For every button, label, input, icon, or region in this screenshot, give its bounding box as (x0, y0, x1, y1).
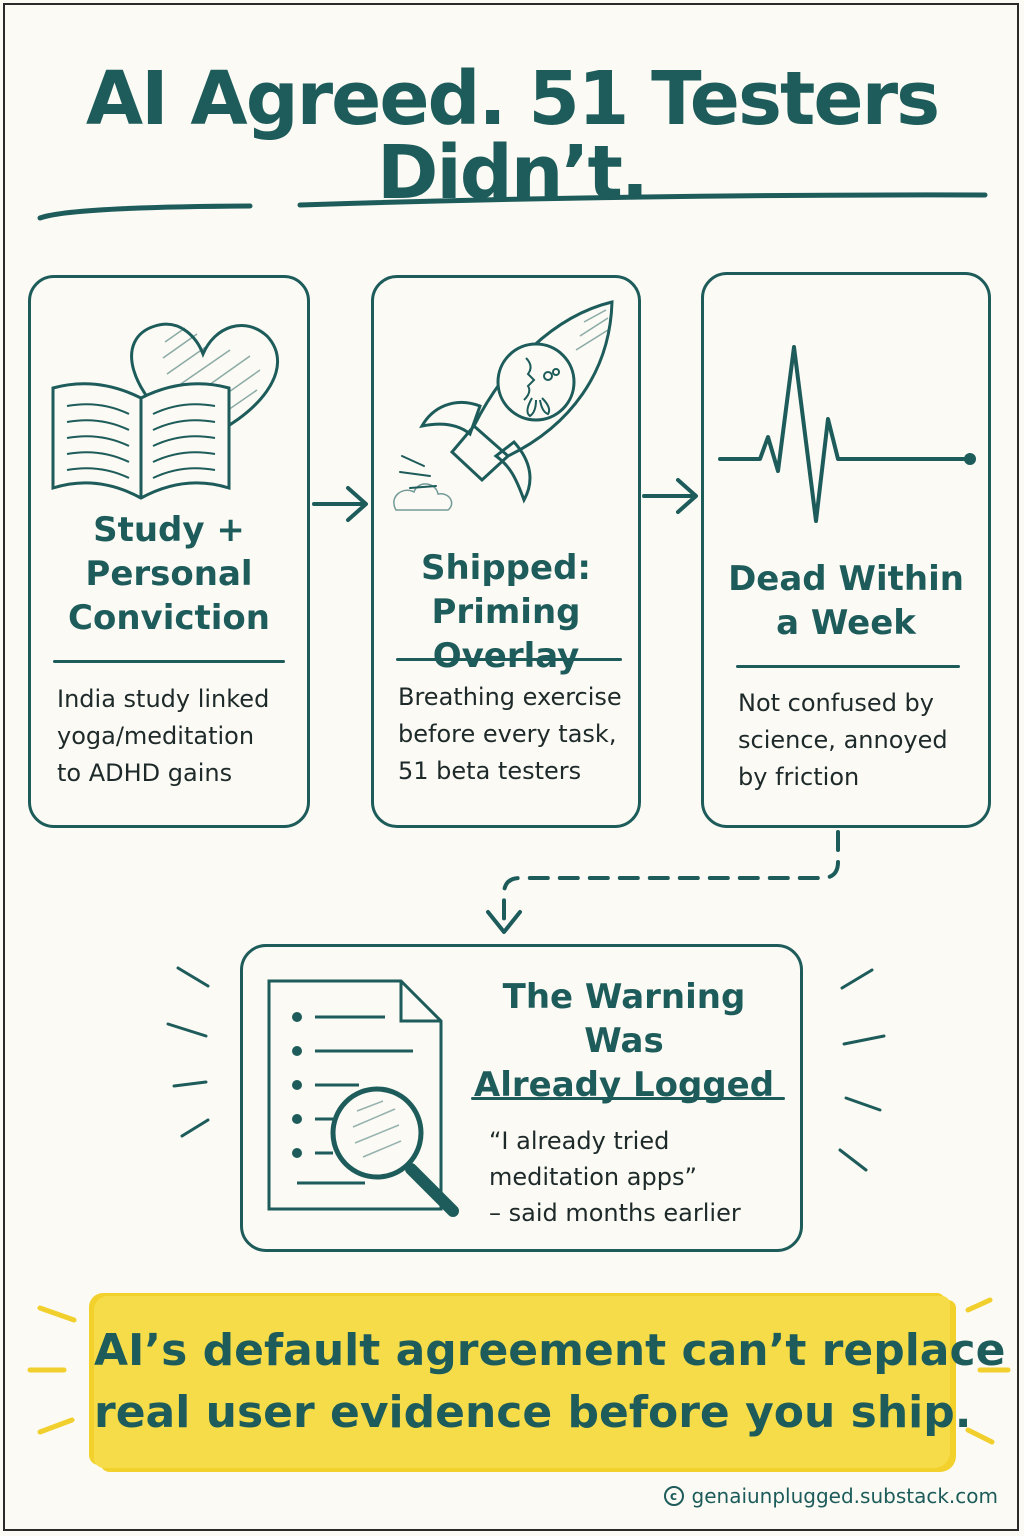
copyright-icon: c (663, 1486, 684, 1506)
step-title: Dead Within a Week (728, 559, 964, 644)
arrow-right-icon (642, 478, 698, 514)
banner-sparkle-marks (27, 1297, 1011, 1445)
warning-card: The Warning Was Already Logged “I alread… (240, 944, 803, 1252)
step-title: Shipped: Priming Overlay (420, 548, 592, 677)
step-divider (736, 665, 960, 668)
source-credit[interactable]: c genaiunplugged.substack.com (663, 1484, 998, 1508)
document-magnifier-icon (267, 979, 459, 1217)
credit-text[interactable]: genaiunplugged.substack.com (691, 1484, 998, 1508)
arrow-right-icon (312, 486, 368, 522)
conclusion-text: AI’s default agreement can’t replace rea… (94, 1325, 1006, 1439)
dashed-connector-arrow (486, 830, 840, 934)
book-heart-icon (51, 322, 279, 500)
warning-divider (471, 1097, 785, 1100)
step-title: Study + Personal Conviction (68, 510, 270, 639)
title-underline (37, 192, 988, 221)
step-divider (53, 660, 285, 663)
heartbeat-flatline-icon (718, 345, 976, 523)
step-card-shipped: Shipped: Priming Overlay Breathing exerc… (371, 275, 641, 828)
warning-quote: “I already tried meditation apps” – said… (489, 1127, 741, 1227)
warning-title: The Warning Was Already Logged (473, 977, 775, 1106)
page-frame (3, 3, 1019, 1531)
step-card-dead: Dead Within a Week Not confused by scien… (701, 272, 991, 828)
step-divider (396, 658, 622, 661)
page-title: AI Agreed. 51 Testers Didn’t. (85, 56, 940, 216)
step-description: India study linked yoga/meditation to AD… (57, 685, 270, 788)
step-card-study: Study + Personal Conviction India study … (28, 275, 310, 828)
emphasis-marks (166, 966, 886, 1172)
step-description: Not confused by science, annoyed by fric… (738, 689, 948, 792)
rocket-breathing-icon (393, 300, 614, 511)
conclusion-banner: AI’s default agreement can’t replace rea… (94, 1296, 1006, 1468)
step-description: Breathing exercise before every task, 51… (398, 683, 622, 786)
